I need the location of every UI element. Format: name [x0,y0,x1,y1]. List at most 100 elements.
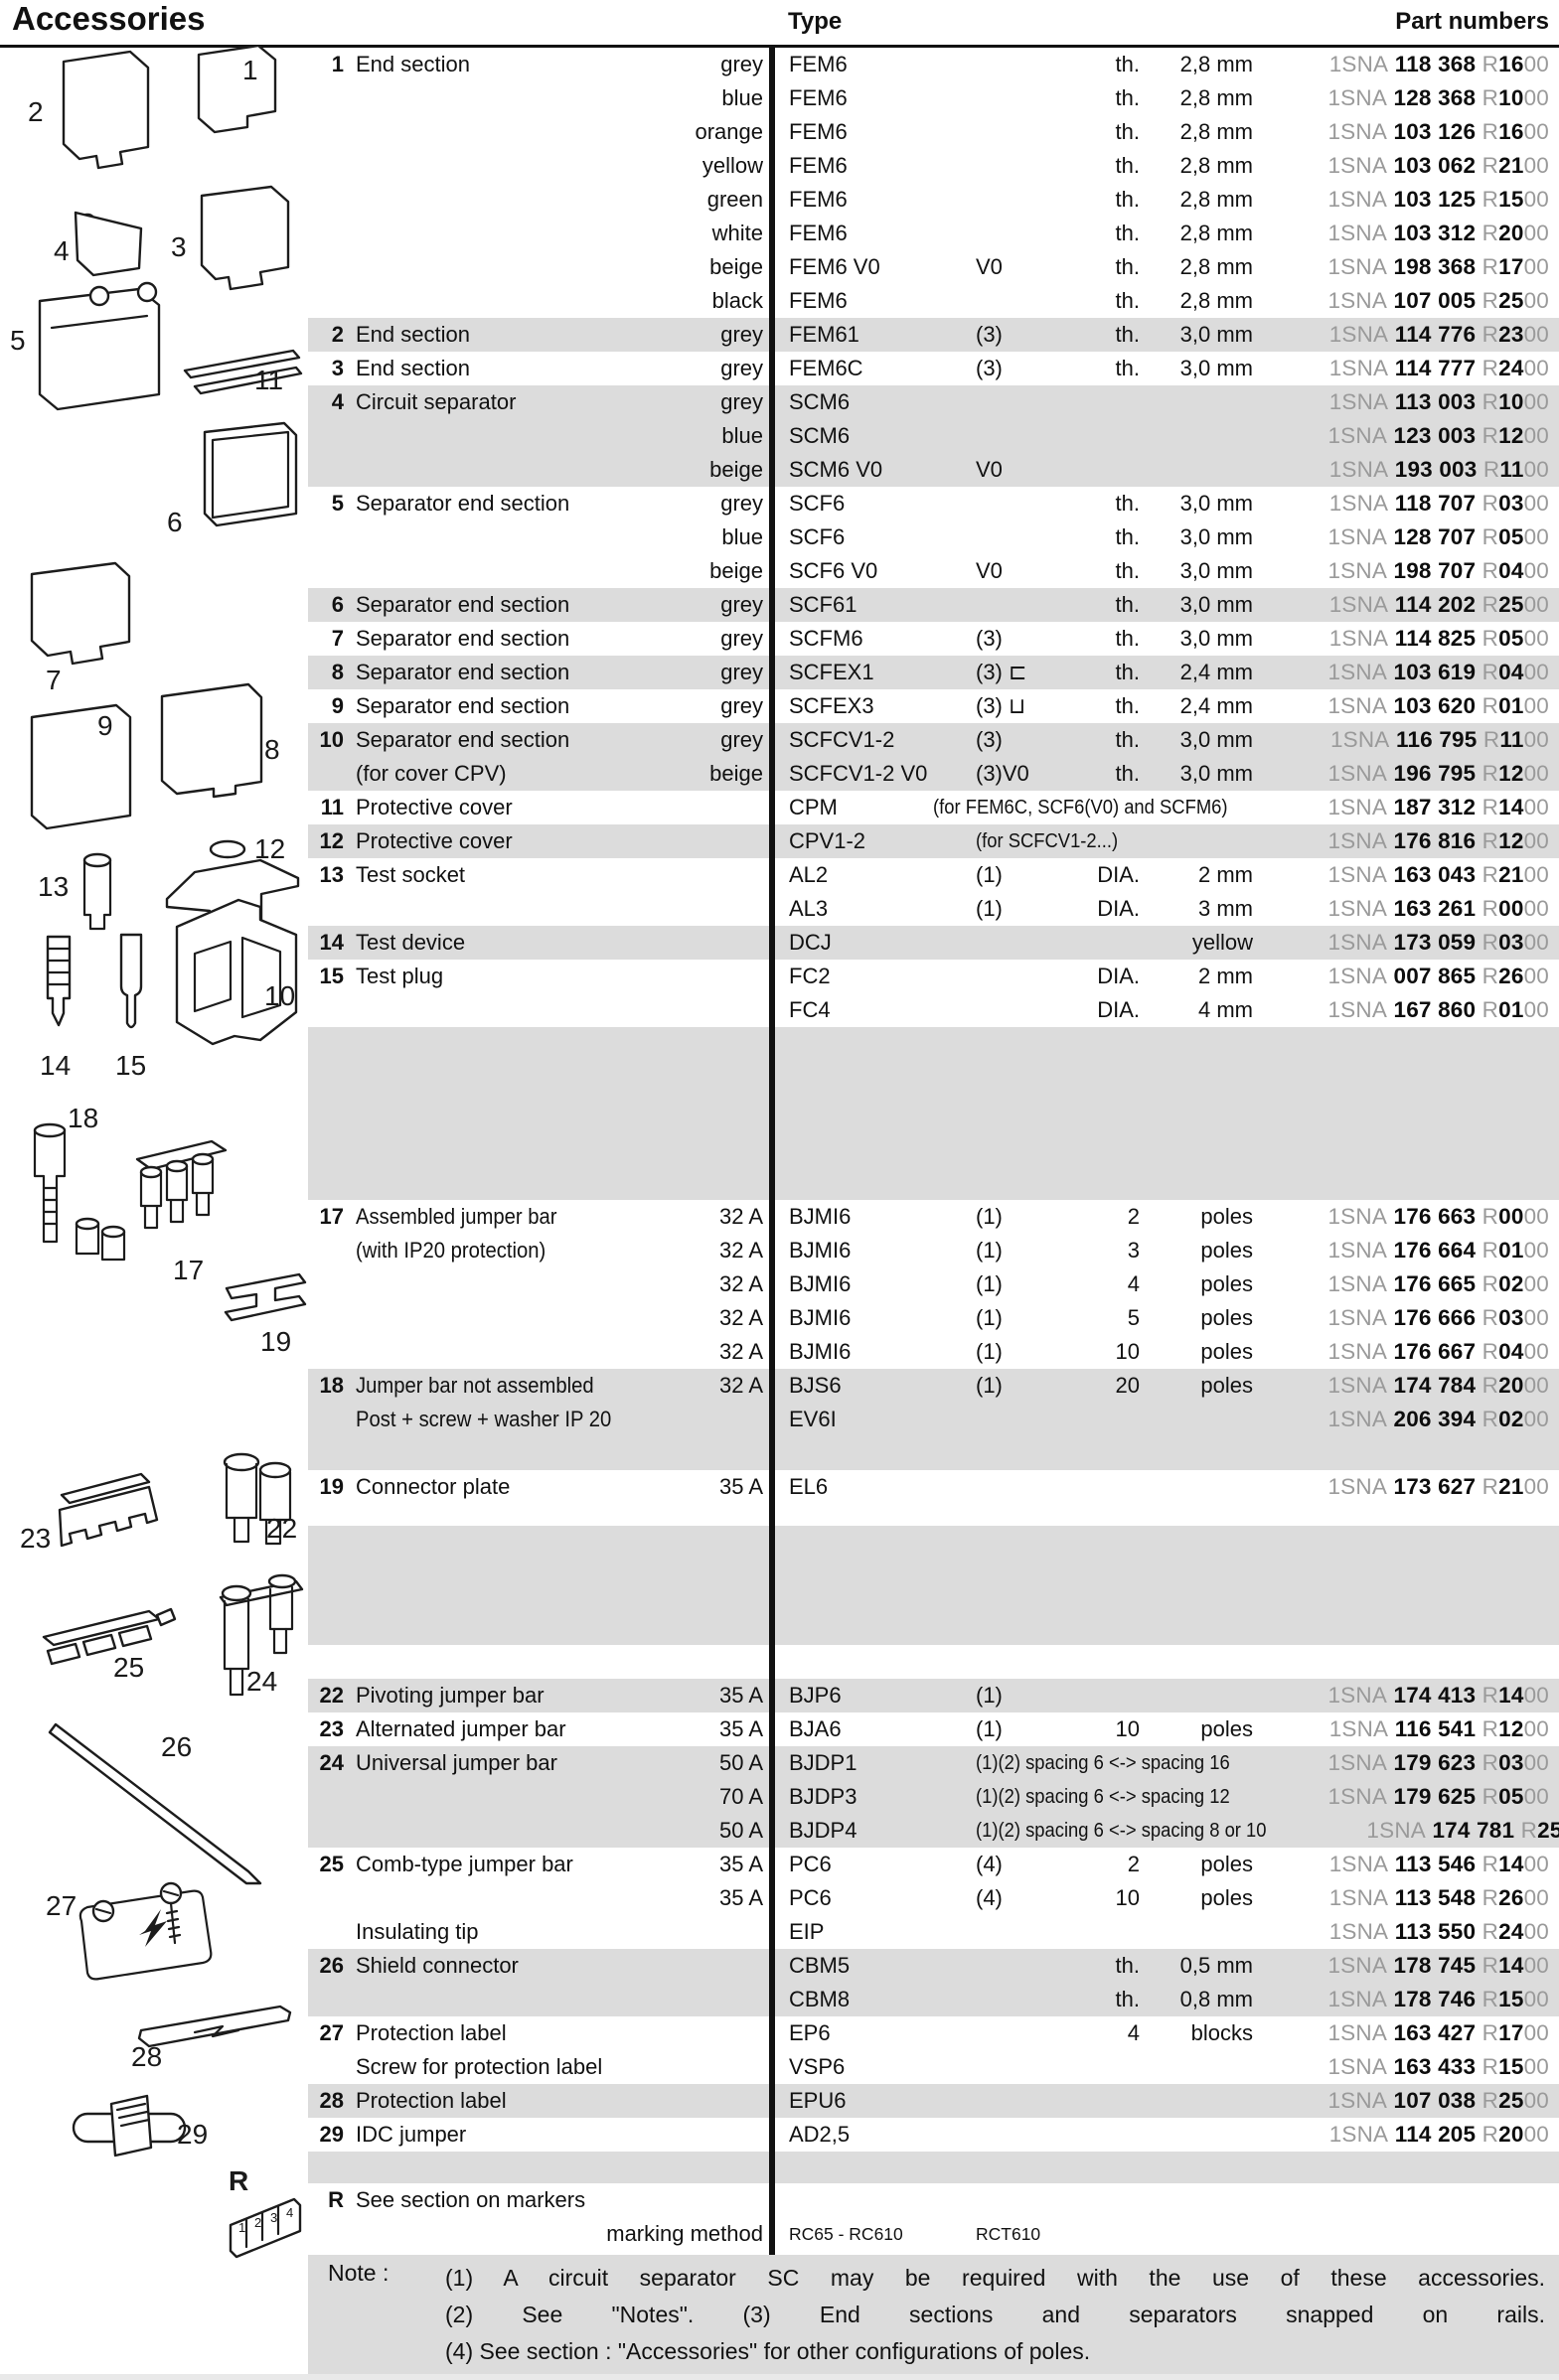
pn-variant: 25 [1498,288,1524,313]
pn-digits: 103 312 [1393,221,1482,245]
item-description: Test device [356,930,466,955]
spec-value: 2,4 mm [1179,660,1253,684]
type-detail: (1)(2) spacing 6 <-> spacing 12 [976,1786,1253,1809]
spec: DIA.2 mm [1071,862,1253,888]
type-qualifier: (1) [976,1238,1003,1263]
item-description: Screw for protection label [356,2054,603,2079]
pn-suffix: 00 [1523,1683,1549,1708]
spec-label: th. [1115,693,1140,718]
spec-value: poles [1200,1716,1253,1741]
pn-digits: 187 312 [1393,795,1482,819]
spec-label: DIA. [1097,964,1140,988]
pn-variant: 12 [1498,828,1524,853]
item-number: 24 [319,1750,344,1775]
item-description: Insulating tip [356,1919,479,1944]
type-code: SCFCV1-2 V0 [789,761,928,786]
figure-label: 22 [266,1513,297,1544]
item-variant: 35 A [718,1885,763,1910]
spec-value: poles [1200,1885,1253,1910]
pn-variant: 20 [1498,1373,1524,1398]
item-description: Universal jumper bar [356,1750,557,1775]
pn-prefix: 1SNA [1327,1407,1394,1431]
pn-digits: 173 059 [1393,930,1482,955]
pn-r: R [1481,52,1499,76]
spec: th.0,5 mm [1071,1953,1253,1979]
type-detail-text: (1)(2) spacing 6 <-> spacing 8 or 10 [976,1819,1267,1842]
item-number: 28 [319,2088,344,2113]
spec-label: th. [1115,626,1140,651]
figure-8-drawing [160,682,263,799]
pn-variant: 21 [1498,153,1524,178]
item-variant: 70 A [718,1784,763,1809]
pn-prefix: 1SNA [1327,660,1394,684]
pn-prefix: 1SNA [1327,1373,1394,1398]
type-code: BJMI6 [789,1238,852,1263]
item-variant: 35 A [718,1683,763,1708]
spec-value: 3,0 mm [1179,626,1253,651]
pn-digits: 103 620 [1393,693,1482,718]
pn-variant: 03 [1498,930,1524,955]
item-number: 3 [331,356,344,380]
pn-suffix: 00 [1523,761,1549,786]
figure-2-drawing [62,50,150,170]
pn-prefix: 1SNA [1327,85,1394,110]
type-qualifier: (4) [976,1885,1003,1910]
item-description-text: Jumper bar not assembled [356,1373,594,1398]
spec-value: 0,5 mm [1179,1953,1253,1978]
pn-digits: 179 625 [1393,1784,1482,1809]
pn-r: R [1481,187,1499,212]
spec-value: poles [1200,1204,1253,1229]
spec-label: th. [1115,85,1140,110]
pn-prefix: 1SNA [1327,2020,1394,2045]
pn-suffix: 00 [1523,558,1549,583]
pn-variant: 04 [1498,558,1524,583]
pn-suffix: 00 [1523,2020,1549,2045]
part-number: 1SNA 118 707 R0300 [1299,491,1559,517]
pn-suffix: 00 [1523,288,1549,313]
pn-digits: 114 205 [1394,2122,1482,2147]
pn-suffix: 00 [1523,997,1549,1022]
pn-r: R [1481,288,1499,313]
pn-suffix: 00 [1523,1919,1549,1944]
type-code: SCF61 [789,592,857,617]
part-number: 1SNA 116 795 R1100 [1299,727,1559,753]
figure-26-drawing [48,1722,262,1885]
figure-label: 3 [270,2210,277,2225]
item-description: Comb-type jumper bar [356,1852,573,1876]
figure-label: R [229,2165,248,2196]
part-number: 1SNA 103 312 R2000 [1299,221,1559,246]
type-detail-text: (for SCFCV1-2...) [976,829,1119,852]
part-number: 1SNA 114 205 R2000 [1299,2122,1559,2148]
pn-suffix: 00 [1523,322,1549,347]
pn-r: R [1481,2020,1499,2045]
spec-label: th. [1115,52,1140,76]
figure-label: 14 [40,1050,71,1081]
figure-label: 26 [161,1731,192,1762]
pn-variant: 16 [1498,119,1524,144]
pn-digits: 176 666 [1393,1305,1482,1330]
note-label: Note : [328,2260,390,2286]
type-code: EV6I [789,1407,837,1431]
pn-suffix: 00 [1523,1784,1549,1809]
item-number: 23 [319,1716,344,1741]
spec-label: 4 [1127,1271,1140,1296]
pn-prefix: 1SNA [1328,2122,1395,2147]
pn-variant: 01 [1498,1238,1524,1263]
spec-value: 2,8 mm [1179,254,1253,279]
pn-prefix: 1SNA [1328,356,1395,380]
figure-label: 11 [254,365,283,395]
spec-value: poles [1200,1305,1253,1330]
type-detail-text: (for FEM6C, SCF6(V0) and SCFM6) [932,796,1228,818]
spec-label: 20 [1115,1373,1140,1398]
pn-prefix: 1SNA [1327,1238,1394,1263]
figure-label: 17 [173,1255,204,1285]
figure-27-drawing [78,1881,213,1981]
part-number: 1SNA 128 368 R1000 [1299,85,1559,111]
type-code: SCF6 [789,524,846,549]
